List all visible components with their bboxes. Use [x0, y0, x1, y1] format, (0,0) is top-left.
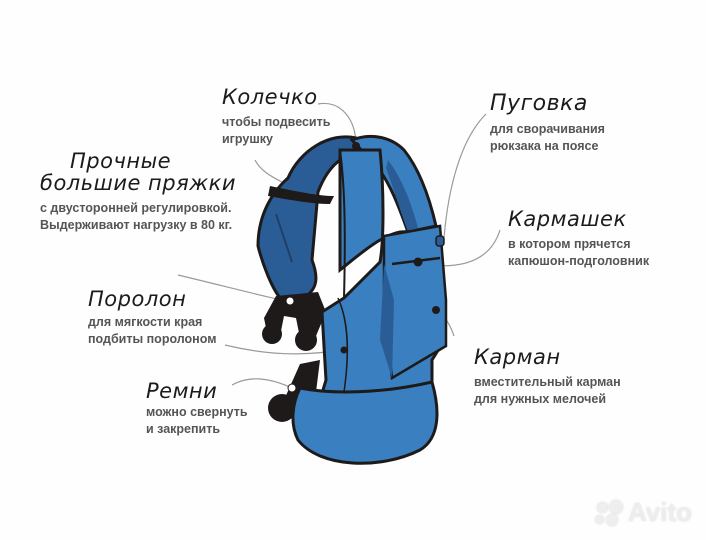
- callout-small-pocket-line1: в котором прячется: [508, 237, 631, 252]
- callout-button-title: Пуговка: [490, 91, 588, 116]
- callout-small-pocket-line2: капюшон-подголовник: [508, 254, 650, 269]
- callout-buckles: Прочные большие пряжки с двусторонней ре…: [40, 150, 236, 234]
- callout-straps-title: Ремни: [146, 379, 218, 403]
- buckle-shapes: [262, 292, 326, 422]
- callout-foam: Поролон для мягкости края подбиты пороло…: [88, 288, 216, 348]
- callout-buckles-line2: Выдерживают нагрузку в 80 кг.: [40, 218, 233, 233]
- callout-small-pocket-title: Кармашек: [508, 207, 627, 231]
- callout-pocket: Карман вместительный карман для нужных м…: [474, 346, 621, 408]
- callout-foam-title: Поролон: [88, 287, 187, 311]
- callout-button: Пуговка для сворачивания рюкзака на пояс…: [490, 92, 605, 155]
- callout-pocket-line1: вместительный карман: [474, 375, 621, 390]
- callout-small-pocket: Кармашек в котором прячется капюшон-подг…: [508, 208, 649, 270]
- callout-ring: Колечко чтобы подвесить игрушку: [222, 86, 330, 148]
- callout-foam-line1: для мягкости края: [88, 315, 203, 330]
- callout-button-line2: рюкзака на поясе: [490, 139, 599, 154]
- callout-buckles-title1: Прочные: [70, 149, 172, 173]
- callout-foam-line2: подбиты поролоном: [88, 332, 217, 347]
- callout-straps: Ремни можно свернуть и закрепить: [146, 380, 248, 438]
- callout-ring-line1: чтобы подвесить: [222, 115, 331, 130]
- callout-buckles-line1: с двусторонней регулировкой.: [40, 201, 232, 216]
- avito-watermark-text: Avito: [627, 497, 692, 527]
- avito-watermark: Avito: [594, 497, 692, 528]
- callout-ring-title: Колечко: [222, 85, 318, 109]
- avito-dots-icon: [594, 499, 625, 526]
- callout-pocket-line2: для нужных мелочей: [474, 392, 607, 407]
- callout-pocket-title: Карман: [474, 345, 561, 369]
- callout-straps-line2: и закрепить: [146, 422, 221, 437]
- callout-button-line1: для сворачивания: [490, 122, 605, 137]
- callout-buckles-title2: большие пряжки: [40, 171, 236, 196]
- callout-ring-line2: игрушку: [222, 132, 273, 147]
- callout-straps-line1: можно свернуть: [146, 405, 248, 420]
